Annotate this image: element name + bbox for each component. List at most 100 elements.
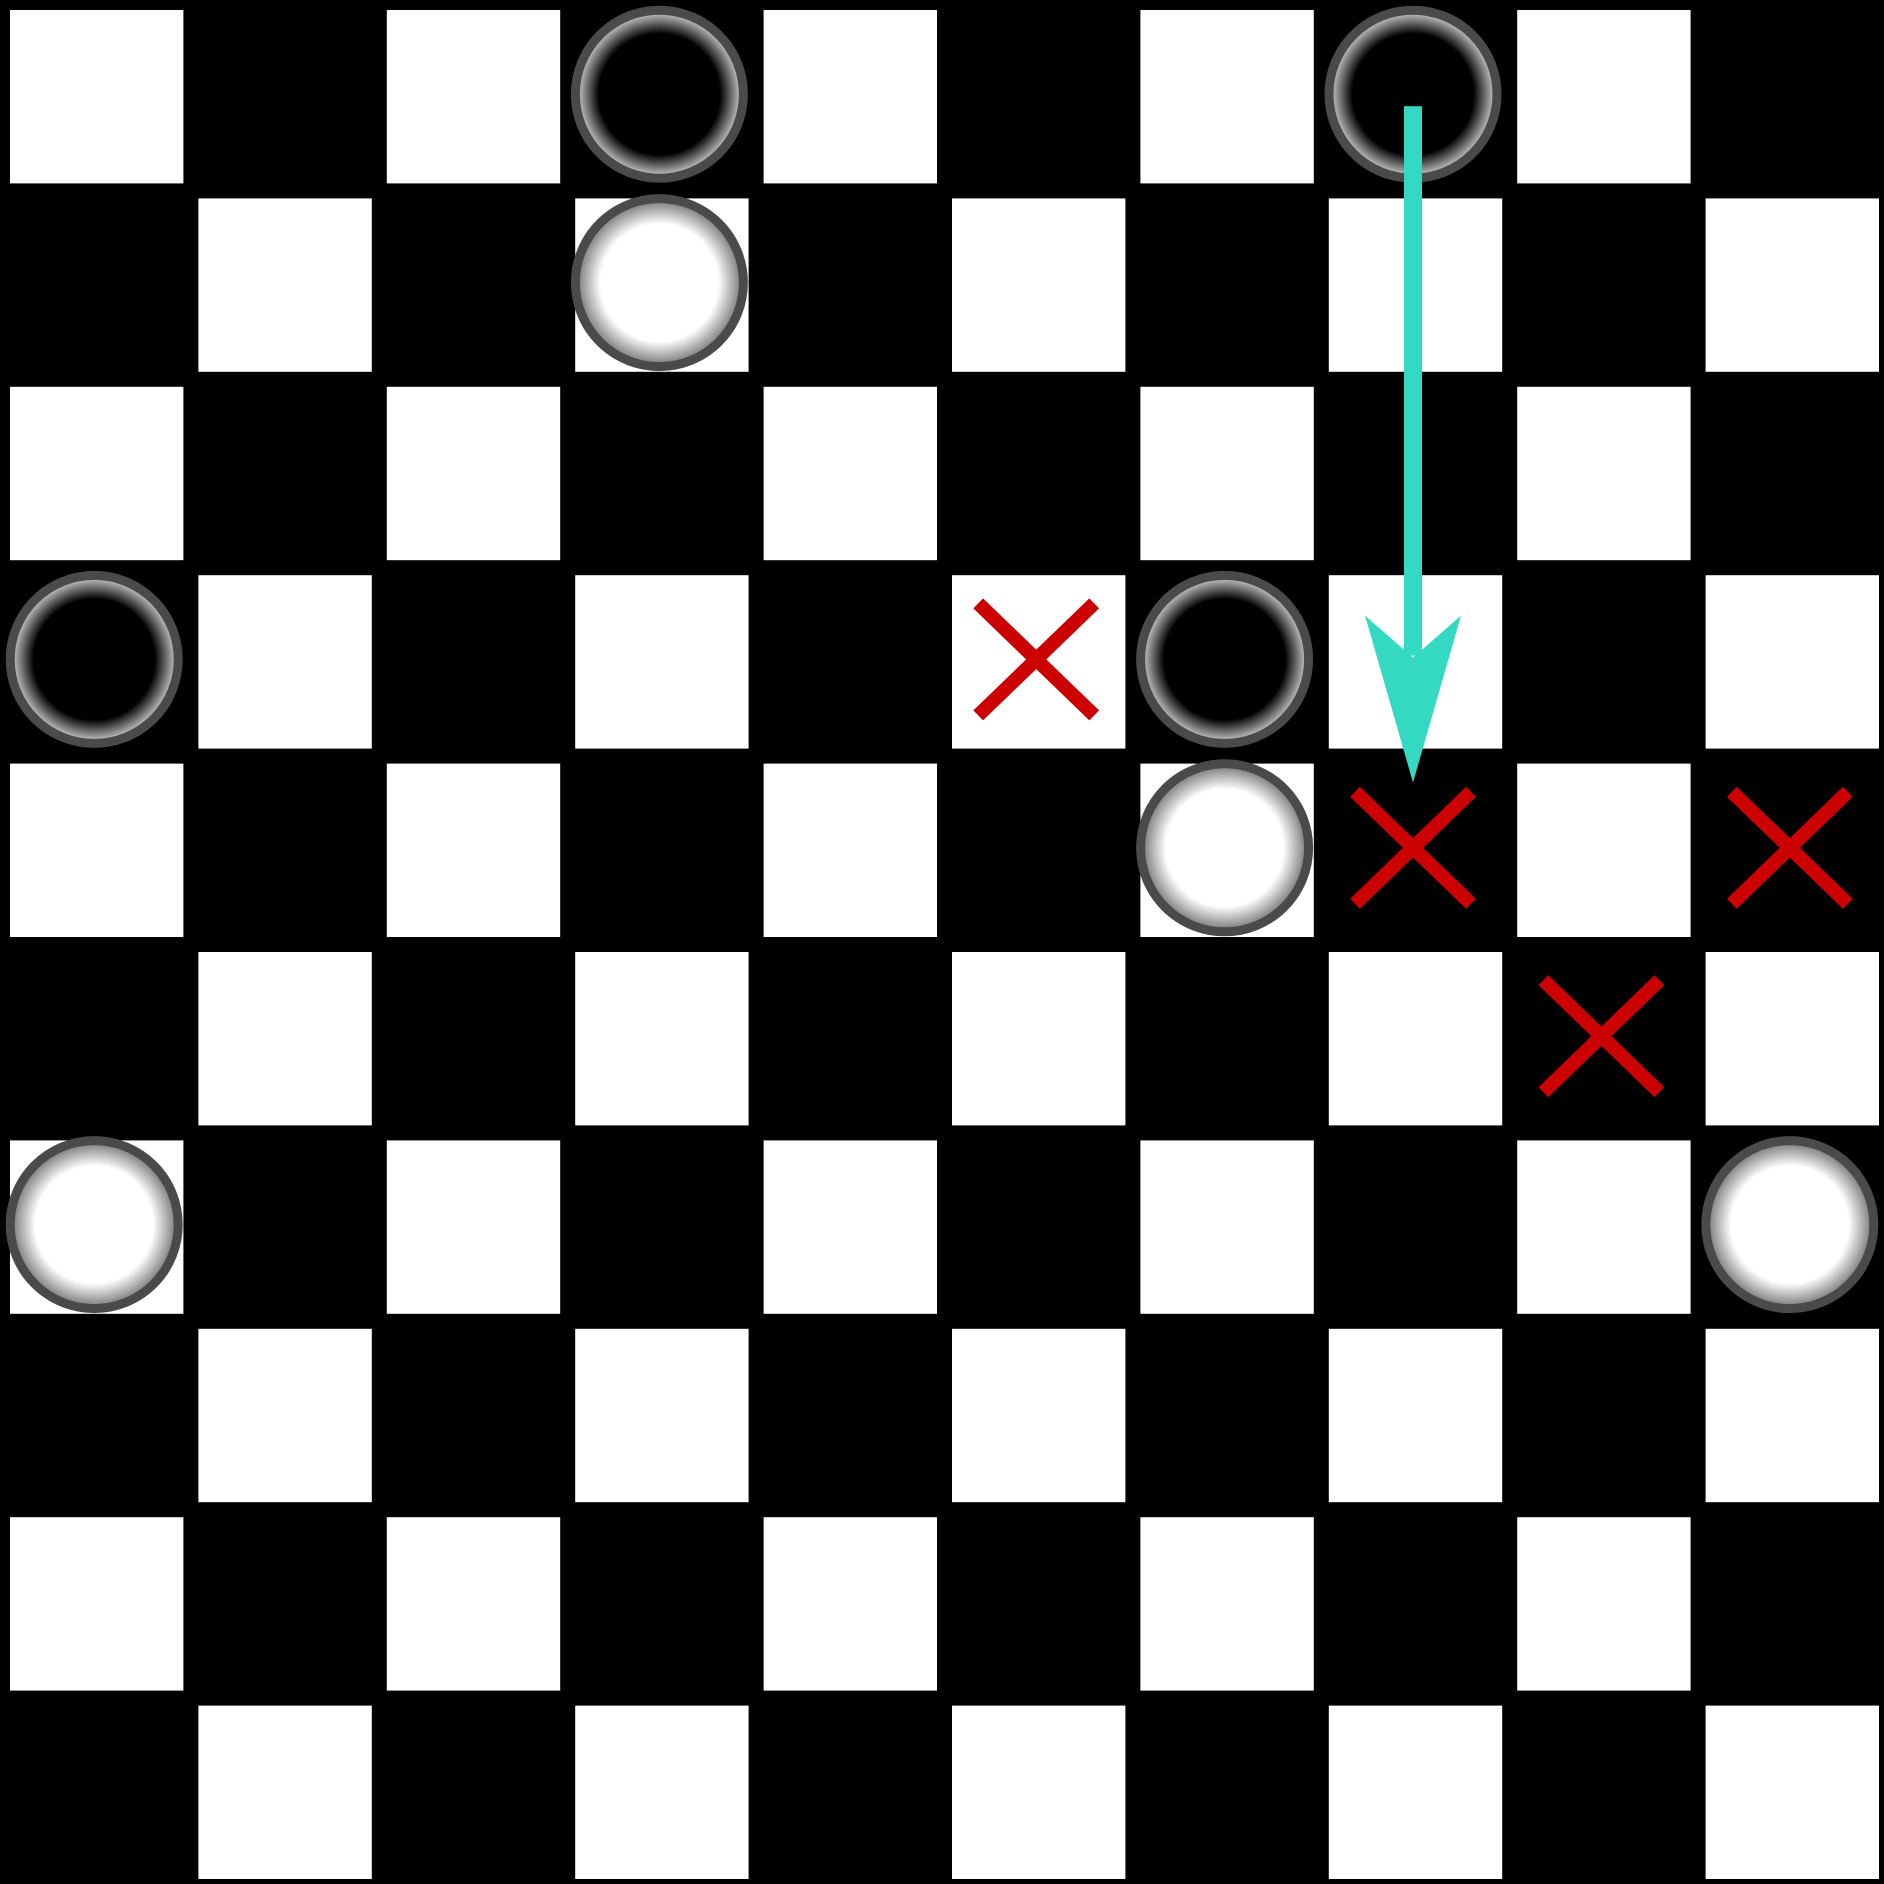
light-square-r4-c0[interactable] xyxy=(10,763,184,937)
light-square-r5-c3[interactable] xyxy=(575,952,749,1126)
light-square-r9-c5[interactable] xyxy=(952,1705,1126,1879)
light-square-r5-c5[interactable] xyxy=(952,952,1126,1126)
white-piece[interactable] xyxy=(1136,759,1314,937)
dark-square-r3-c2[interactable] xyxy=(376,565,566,754)
black-piece[interactable] xyxy=(5,570,183,748)
dark-square-r7-c0[interactable] xyxy=(0,1318,189,1508)
light-square-r1-c1[interactable] xyxy=(198,198,372,372)
move-markers xyxy=(973,598,1853,1098)
light-square-r6-c4[interactable] xyxy=(763,1140,937,1314)
light-square-r7-c1[interactable] xyxy=(198,1328,372,1503)
light-square-r9-c3[interactable] xyxy=(575,1705,749,1879)
light-square-r8-c2[interactable] xyxy=(386,1517,561,1691)
light-square-r7-c3[interactable] xyxy=(575,1328,749,1503)
light-square-r0-c4[interactable] xyxy=(763,10,937,184)
dark-square-r6-c1[interactable] xyxy=(188,1130,377,1319)
dark-square-r7-c2[interactable] xyxy=(376,1318,566,1508)
light-square-r9-c7[interactable] xyxy=(1328,1705,1503,1879)
dark-square-r2-c1[interactable] xyxy=(188,376,377,566)
dark-square-r5-c2[interactable] xyxy=(376,942,566,1131)
light-square-r8-c0[interactable] xyxy=(10,1517,184,1691)
white-piece[interactable] xyxy=(5,1136,183,1314)
dark-square-r5-c6[interactable] xyxy=(1130,942,1319,1131)
dark-square-r9-c8[interactable] xyxy=(1507,1695,1696,1884)
dark-square-r6-c3[interactable] xyxy=(565,1130,754,1319)
dark-square-r4-c5[interactable] xyxy=(942,753,1131,942)
dark-square-r1-c4[interactable] xyxy=(753,188,942,377)
light-square-r1-c5[interactable] xyxy=(952,198,1126,372)
light-square-r7-c9[interactable] xyxy=(1705,1328,1879,1503)
dark-square-r6-c5[interactable] xyxy=(942,1130,1131,1319)
dark-square-r2-c9[interactable] xyxy=(1695,376,1884,566)
dark-square-r9-c2[interactable] xyxy=(376,1695,566,1884)
dark-square-r5-c0[interactable] xyxy=(0,942,189,1131)
light-square-r4-c4[interactable] xyxy=(763,763,937,937)
dark-square-r7-c6[interactable] xyxy=(1130,1318,1319,1508)
dark-square-r1-c0[interactable] xyxy=(0,188,189,377)
dark-square-r6-c7[interactable] xyxy=(1318,1130,1508,1319)
dark-square-r1-c6[interactable] xyxy=(1130,188,1319,377)
dark-square-r3-c8[interactable] xyxy=(1507,565,1696,754)
light-square-r6-c8[interactable] xyxy=(1517,1140,1691,1314)
dark-square-r0-c9[interactable] xyxy=(1695,0,1884,189)
light-square-r9-c9[interactable] xyxy=(1705,1705,1879,1879)
light-square-r2-c6[interactable] xyxy=(1140,386,1314,561)
dark-square-r4-c1[interactable] xyxy=(188,753,377,942)
light-square-r7-c7[interactable] xyxy=(1328,1328,1503,1503)
dark-square-r8-c9[interactable] xyxy=(1695,1507,1884,1696)
light-square-r8-c6[interactable] xyxy=(1140,1517,1314,1691)
dark-square-r1-c2[interactable] xyxy=(376,188,566,377)
light-square-r7-c5[interactable] xyxy=(952,1328,1126,1503)
light-square-r8-c4[interactable] xyxy=(763,1517,937,1691)
dark-square-r0-c1[interactable] xyxy=(188,0,377,189)
light-square-r0-c0[interactable] xyxy=(10,10,184,184)
white-piece[interactable] xyxy=(1701,1136,1879,1314)
light-square-r4-c2[interactable] xyxy=(386,763,561,937)
light-square-r2-c8[interactable] xyxy=(1517,386,1691,561)
light-square-r5-c7[interactable] xyxy=(1328,952,1503,1126)
light-square-r3-c3[interactable] xyxy=(575,575,749,749)
light-square-r4-c8[interactable] xyxy=(1517,763,1691,937)
dark-square-r2-c5[interactable] xyxy=(942,376,1131,566)
x-mark-icon xyxy=(1726,786,1853,909)
dark-square-r9-c4[interactable] xyxy=(753,1695,942,1884)
dark-square-r7-c4[interactable] xyxy=(753,1318,942,1508)
light-square-r9-c1[interactable] xyxy=(198,1705,372,1879)
dark-square-r2-c3[interactable] xyxy=(565,376,754,566)
light-square-r0-c2[interactable] xyxy=(386,10,561,184)
light-square-r6-c2[interactable] xyxy=(386,1140,561,1314)
dark-square-r4-c3[interactable] xyxy=(565,753,754,942)
light-square-r6-c6[interactable] xyxy=(1140,1140,1314,1314)
light-square-r3-c9[interactable] xyxy=(1705,575,1879,749)
black-piece[interactable] xyxy=(570,5,748,183)
dark-square-r0-c5[interactable] xyxy=(942,0,1131,189)
dark-square-r9-c6[interactable] xyxy=(1130,1695,1319,1884)
dark-square-r3-c4[interactable] xyxy=(753,565,942,754)
light-square-r3-c1[interactable] xyxy=(198,575,372,749)
light-square-r5-c1[interactable] xyxy=(198,952,372,1126)
white-piece[interactable] xyxy=(570,194,748,372)
dark-square-r8-c1[interactable] xyxy=(188,1507,377,1696)
dark-square-r7-c8[interactable] xyxy=(1507,1318,1696,1508)
x-mark-icon xyxy=(1538,975,1665,1098)
light-square-r5-c9[interactable] xyxy=(1705,952,1879,1126)
x-mark-icon xyxy=(1350,786,1476,909)
move-arrow xyxy=(1365,106,1461,783)
light-square-r0-c6[interactable] xyxy=(1140,10,1314,184)
light-square-r2-c4[interactable] xyxy=(763,386,937,561)
light-square-r1-c9[interactable] xyxy=(1705,198,1879,372)
dark-square-r8-c3[interactable] xyxy=(565,1507,754,1696)
light-square-r8-c8[interactable] xyxy=(1517,1517,1691,1691)
dark-square-r9-c0[interactable] xyxy=(0,1695,189,1884)
dark-square-r1-c8[interactable] xyxy=(1507,188,1696,377)
black-piece[interactable] xyxy=(1136,570,1314,748)
light-square-r0-c8[interactable] xyxy=(1517,10,1691,184)
dark-square-r8-c5[interactable] xyxy=(942,1507,1131,1696)
dark-square-r5-c4[interactable] xyxy=(753,942,942,1131)
light-square-r2-c2[interactable] xyxy=(386,386,561,561)
light-square-r2-c0[interactable] xyxy=(10,386,184,561)
dark-square-r8-c7[interactable] xyxy=(1318,1507,1508,1696)
move-arrow-icon xyxy=(1365,106,1461,783)
